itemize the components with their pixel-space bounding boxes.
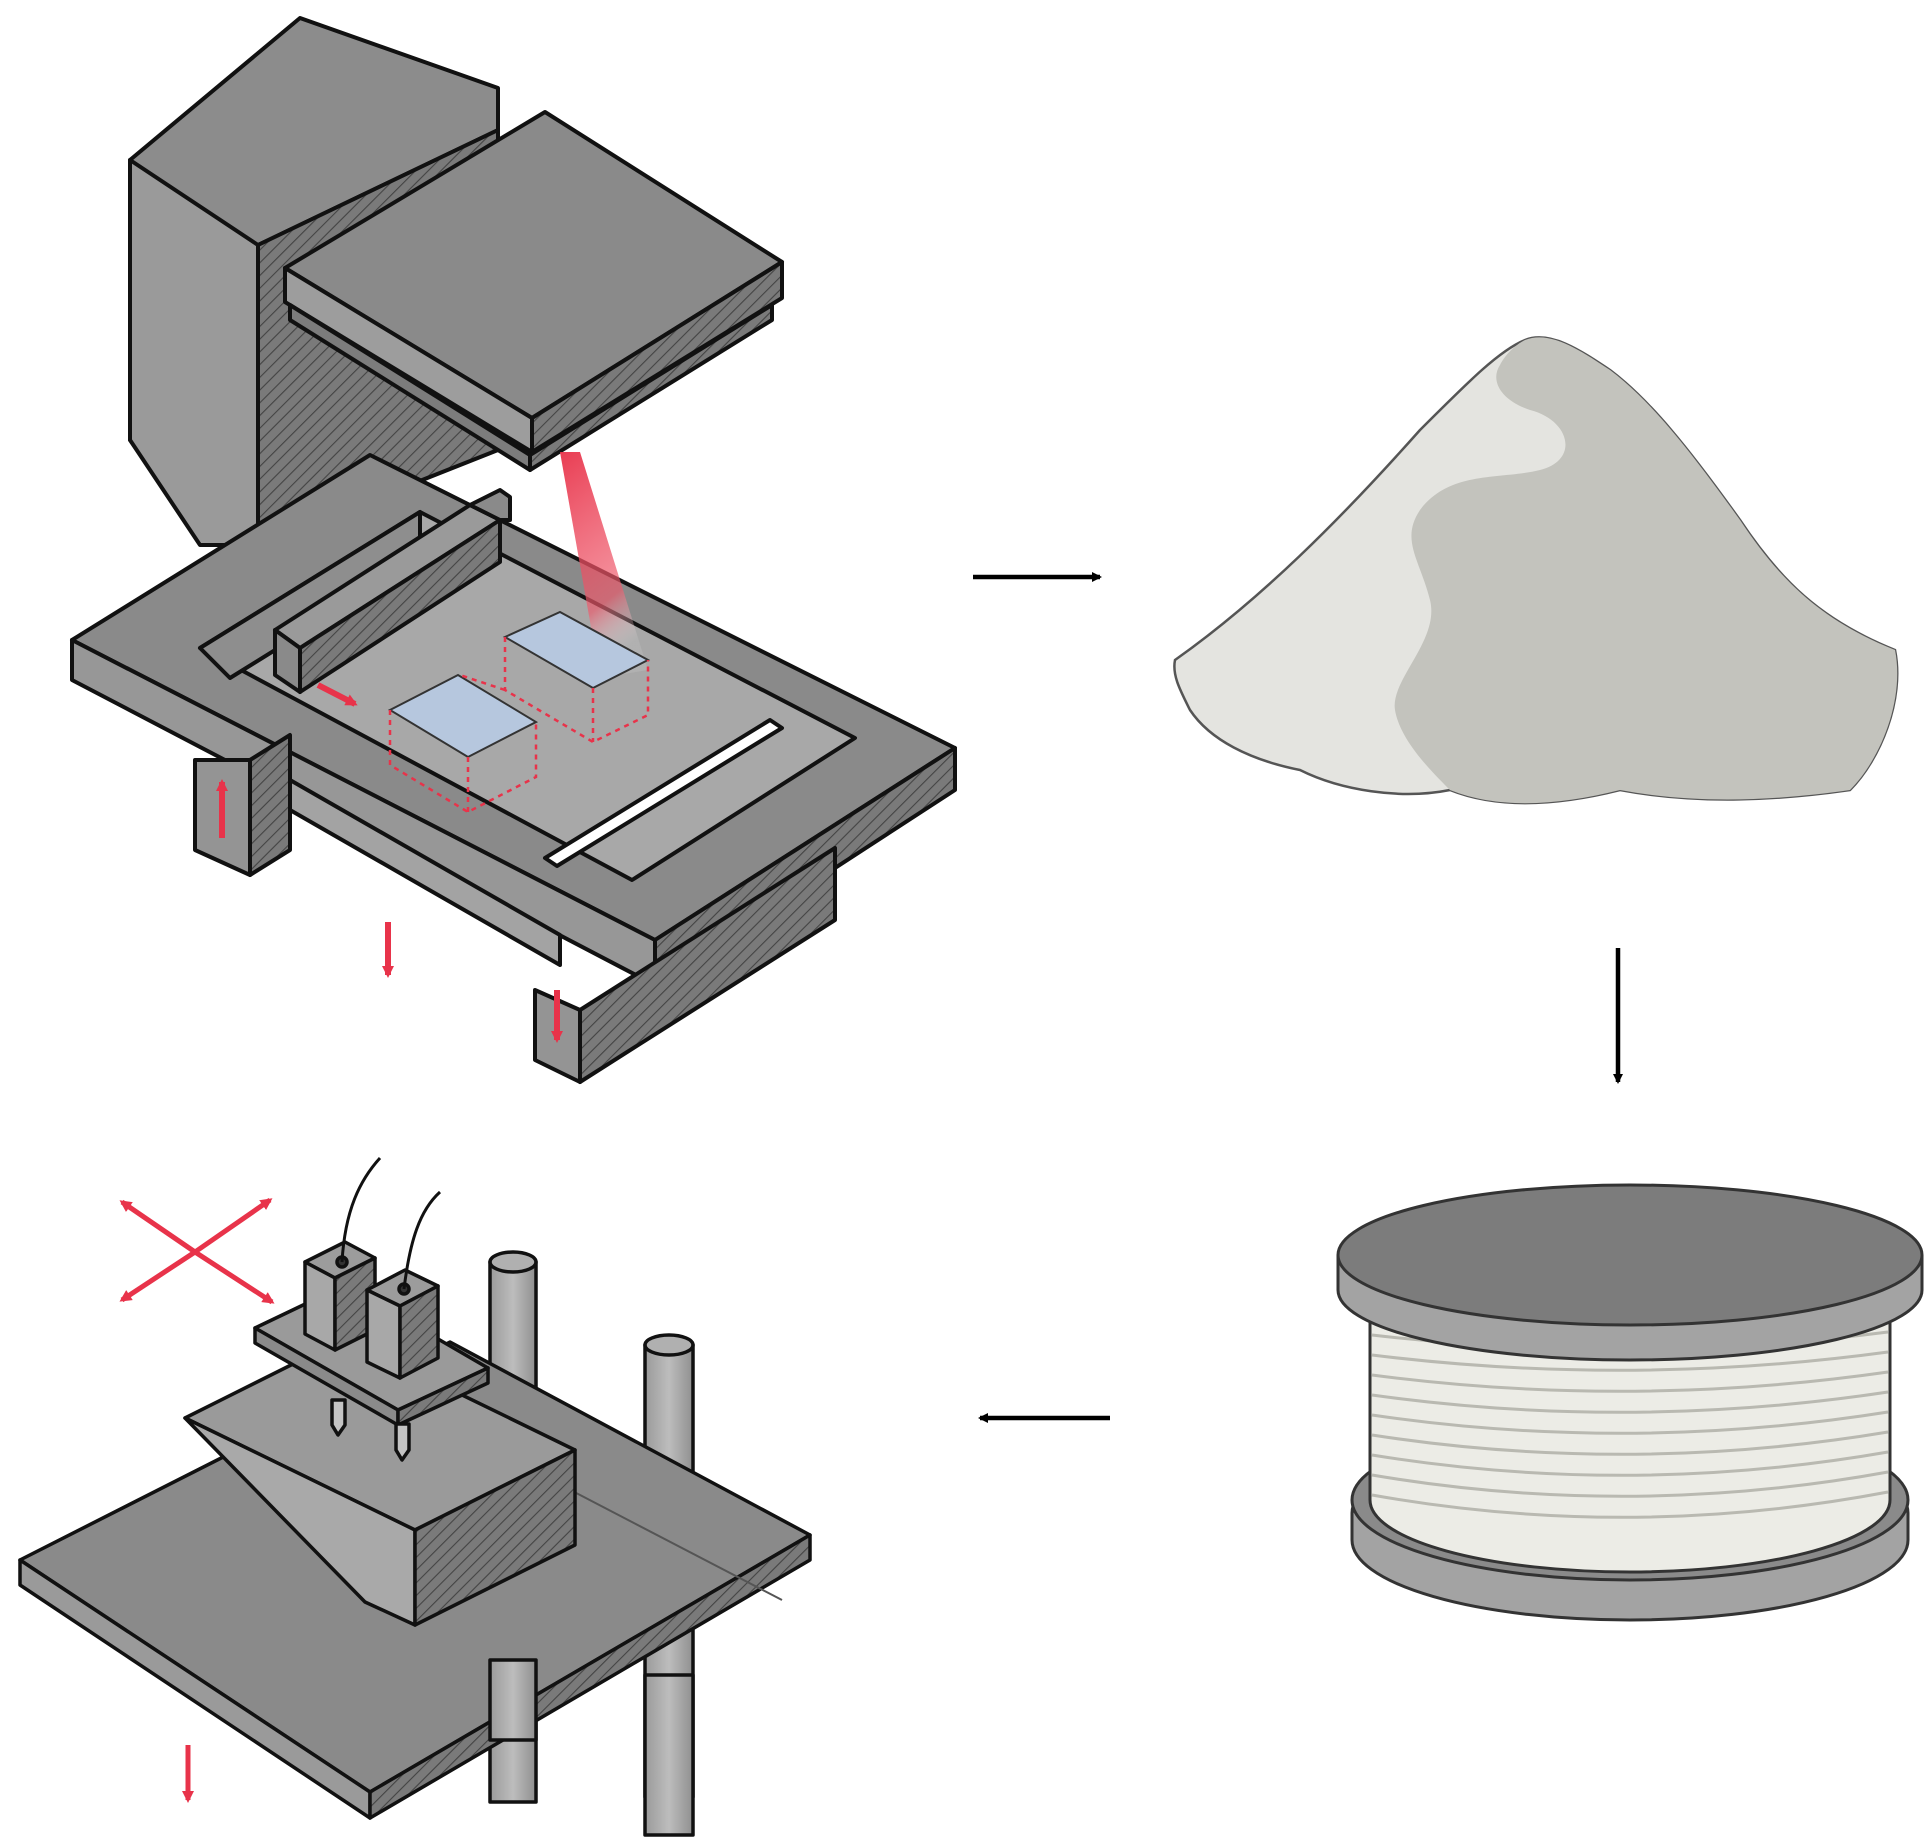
printer1-motion-arrows	[216, 682, 563, 1043]
fdm-printer	[18, 1156, 812, 1837]
filament-spool	[1336, 1183, 1924, 1622]
laser-beam	[560, 452, 648, 678]
printer2-motion-arrows	[119, 1197, 275, 1803]
powder-pile	[1173, 336, 1899, 805]
powder-bed-printer	[70, 16, 957, 1084]
printed-parts	[387, 610, 651, 814]
flow-arrows	[973, 572, 1623, 1423]
